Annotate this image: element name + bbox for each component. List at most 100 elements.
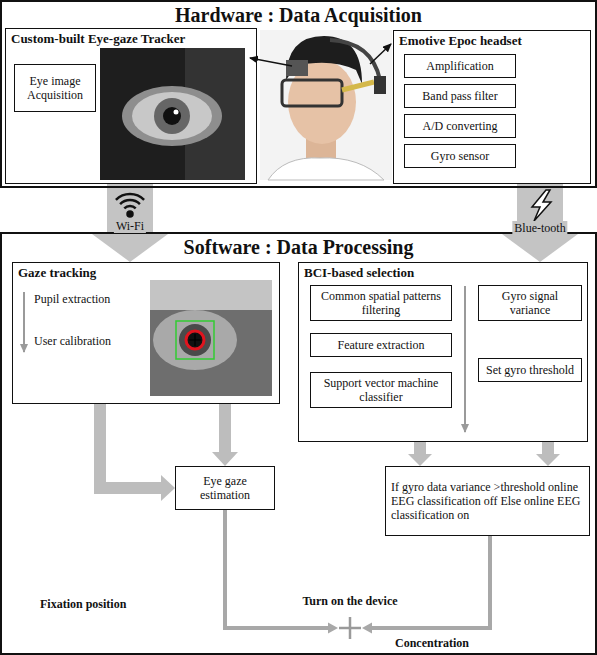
step-arrow <box>464 286 466 432</box>
box-text: Gyro signal variance <box>484 289 576 317</box>
box-text: Feature extraction <box>316 338 446 352</box>
box-text: Common spatial patterns filtering <box>316 289 446 317</box>
arrow-shaft <box>542 442 554 455</box>
flow-arrow <box>212 404 238 466</box>
process-box: Support vector machine classifier <box>310 372 452 408</box>
goggle-strap <box>342 82 374 90</box>
flow-arrow <box>225 510 338 634</box>
shirt <box>268 158 384 180</box>
arrow-head <box>536 454 560 466</box>
arrow-head <box>212 452 238 466</box>
step-text: User calibration <box>34 334 111 348</box>
arrow-head <box>328 623 338 634</box>
box-text: Amplification <box>410 59 510 73</box>
detection-box <box>176 321 214 359</box>
group-title: Gaze tracking <box>13 263 279 283</box>
eye-white <box>153 310 237 370</box>
box-text: Set gyro threshold <box>484 363 576 377</box>
box-text: Band pass filter <box>410 89 510 103</box>
pointer-arrow <box>370 44 391 64</box>
group-box: Custom-built Eye-gaze TrackerEye image A… <box>5 28 257 184</box>
condition-box: If gyro data variance >threshold online … <box>385 466 590 536</box>
wifi-symbol <box>116 194 144 216</box>
group-box: Gaze trackingPupil extractionUser calibr… <box>12 262 280 404</box>
group-title: Emotive Epoc headset <box>394 31 590 51</box>
headset-band <box>330 40 380 80</box>
flow-arrow <box>92 184 168 262</box>
process-box: Eye image Acquisition <box>14 64 96 112</box>
box-text: A/D converting <box>410 119 510 133</box>
flow-arrow <box>536 442 560 466</box>
step-text: Pupil extraction <box>34 292 110 306</box>
arrow-shaft <box>107 184 153 235</box>
wifi-dot <box>128 212 133 217</box>
target-title: Turn on the device <box>292 594 408 608</box>
iris <box>154 98 190 134</box>
box-text: Support vector machine classifier <box>316 376 446 404</box>
pupil-circle <box>186 331 204 349</box>
step-arrow <box>23 292 25 352</box>
group-title: Custom-built Eye-gaze Tracker <box>6 29 256 49</box>
lightning-symbol <box>532 190 551 221</box>
eye-white <box>132 92 212 140</box>
process-box: Set gyro threshold <box>478 358 582 382</box>
arrow-shaft <box>100 404 162 488</box>
process-box: Common spatial patterns filtering <box>310 285 452 321</box>
cross-marker <box>338 616 362 640</box>
glint <box>174 110 179 115</box>
process-box: Gyro signal variance <box>478 285 582 321</box>
arrow-head <box>161 475 175 501</box>
flow-arrow <box>502 184 578 262</box>
arrow-head <box>92 234 168 262</box>
wifi-arc <box>120 200 140 204</box>
arrow-head <box>362 623 372 634</box>
iris <box>179 324 211 356</box>
eye-photo <box>100 48 245 180</box>
wifi-arc <box>116 194 144 200</box>
target-cross: Turn on the device <box>338 616 362 640</box>
group-box: BCI-based selectionCommon spatial patter… <box>298 262 588 442</box>
arrow-shaft <box>371 536 490 628</box>
arrow-shaft <box>414 442 426 455</box>
image-light <box>150 280 272 310</box>
flow-arrow <box>408 442 432 466</box>
panel-band: Software : Data ProcessingGaze trackingP… <box>0 232 597 655</box>
cross-line <box>339 617 361 639</box>
process-box: Band pass filter <box>404 84 516 108</box>
process-box: Gyro sensor <box>404 144 516 168</box>
process-box: A/D converting <box>404 114 516 138</box>
panel-band: Hardware : Data AcquisitionCustom-built … <box>0 0 597 188</box>
link-label: Blue-tooth <box>512 221 567 235</box>
group-box: Emotive Epoc headsetAmplificationBand pa… <box>393 30 591 184</box>
photo-ground <box>100 48 245 180</box>
arrow-head <box>408 454 432 466</box>
annotation-label: Fixation position <box>40 597 126 611</box>
tracked-eye-image <box>150 280 272 396</box>
flow-arrow <box>100 404 175 501</box>
goggles <box>282 80 342 106</box>
eye-lid <box>122 86 222 146</box>
arrow-head <box>502 234 578 262</box>
user-photo <box>260 30 392 180</box>
process-box: Eye gaze estimation <box>175 466 275 510</box>
photo-ground <box>260 30 392 180</box>
image-ground <box>150 280 272 396</box>
pupil <box>163 107 181 125</box>
link-label: Wi-Fi <box>114 219 146 233</box>
flow-arrow <box>362 536 490 634</box>
panel-title: Software : Data Processing <box>2 235 595 259</box>
panel-title: Hardware : Data Acquisition <box>2 3 595 27</box>
pupil-center <box>189 334 201 346</box>
group-title: BCI-based selection <box>299 263 587 283</box>
box-text: Eye gaze estimation <box>181 474 269 502</box>
wifi-arc <box>124 206 135 208</box>
arrow-shaft <box>219 404 231 453</box>
eye-camera <box>286 60 308 76</box>
arrow-shaft <box>225 510 329 628</box>
pupil <box>187 332 203 348</box>
process-box: Amplification <box>404 54 516 78</box>
annotation-label: Concentration <box>395 636 469 650</box>
box-text: If gyro data variance >threshold online … <box>391 480 584 522</box>
box-text: Gyro sensor <box>410 149 510 163</box>
